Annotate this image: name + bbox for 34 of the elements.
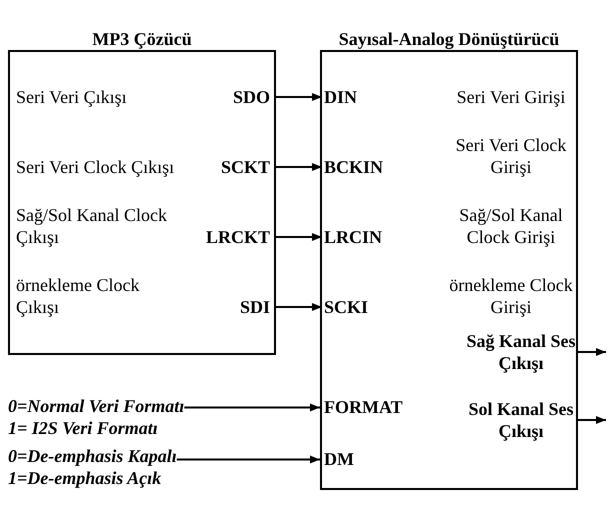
pin-label: SDI [240, 296, 271, 318]
input-setting-note: 0=Normal Veri Formatı [8, 395, 184, 417]
pin-label: LRCKT [206, 226, 271, 248]
arrow [184, 404, 320, 412]
pin-description: Sağ/Sol Kanal Clock Çıkışı [15, 204, 168, 248]
pin-description: Sağ/Sol Kanal Clock Girişi [458, 204, 564, 248]
pin-label: LRCIN [323, 226, 382, 248]
arrow [274, 93, 322, 101]
pin-label: BCKIN [323, 156, 384, 178]
pin-description: Seri Veri Clock Girişi [454, 134, 568, 178]
pin-label: SCKT [220, 156, 271, 178]
input-setting-note: 0=De-emphasis Kapalı [8, 445, 177, 467]
pin-description: örnekleme Clock Çıkışı [15, 274, 140, 318]
arrow [576, 416, 606, 424]
arrow [274, 303, 322, 311]
pin-description: örnekleme Clock Girişi [448, 274, 574, 318]
output-label: Sağ Kanal Ses Çıkışı [466, 330, 576, 374]
input-setting-note: 1= I2S Veri Formatı [8, 417, 159, 439]
block-title: Sayısal-Analog Dönüştürücü [338, 28, 560, 50]
input-setting-note: 1=De-emphasis Açık [8, 467, 162, 489]
arrow [576, 348, 606, 356]
output-label: Sol Kanal Ses Çıkışı [466, 398, 576, 442]
arrow [274, 163, 322, 171]
pin-description: Seri Veri Girişi [456, 86, 566, 108]
block-title: MP3 Çözücü [91, 28, 193, 50]
pin-label: DIN [323, 86, 358, 108]
pin-label: SCKI [323, 296, 368, 318]
pin-description: Seri Veri Clock Çıkışı [15, 156, 176, 178]
pin-label: FORMAT [324, 397, 403, 418]
pin-label: SDO [232, 86, 271, 108]
pin-description: Seri Veri Çıkışı [15, 86, 128, 108]
pin-label: DM [324, 449, 354, 470]
arrow [176, 456, 320, 464]
arrow [274, 233, 322, 241]
